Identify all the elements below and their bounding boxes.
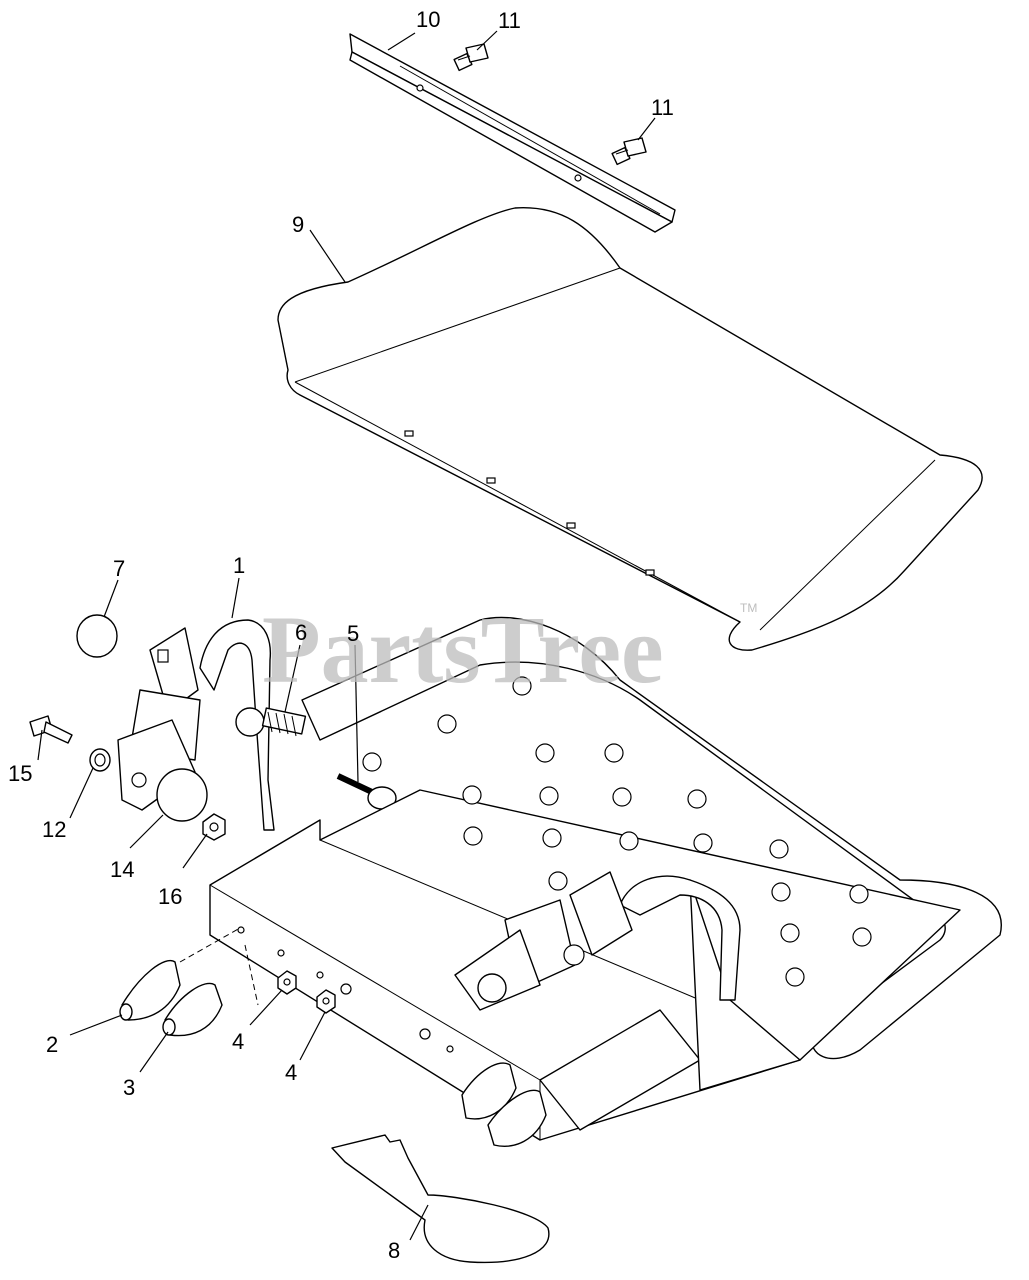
leader-lines [37,30,656,1241]
part-15-bolt[interactable] [29,715,73,744]
part-11-screw-lower[interactable] [611,137,647,166]
callout-10: 10 [416,7,440,32]
callout-9: 9 [292,212,304,237]
callout-6: 6 [295,620,307,645]
part-5-pin[interactable] [336,773,397,810]
callout-1: 1 [233,553,245,578]
callout-5: 5 [347,621,359,646]
watermark-text: PartsTree [262,596,664,703]
part-2-bumper[interactable] [119,959,181,1021]
part-9-floor-pan[interactable] [277,207,983,651]
callout-2: 2 [46,1032,58,1057]
callout-15: 15 [8,761,32,786]
part-10-bracket[interactable] [349,33,676,233]
plate-studs [362,676,872,987]
callout-4: 4 [285,1060,297,1085]
part-3-bumper[interactable] [162,982,223,1037]
callout-8: 8 [388,1238,400,1263]
part-14-washer[interactable] [156,768,208,822]
part-7-knob[interactable] [76,614,118,658]
watermark-trademark: TM [740,601,757,615]
part-8-decal[interactable] [331,1134,550,1264]
callout-7: 7 [113,556,125,581]
callout-11: 11 [651,95,674,120]
callout-12: 12 [42,817,66,842]
part-4-nut-b[interactable] [316,989,336,1014]
callout-3: 3 [123,1075,135,1100]
callout-11: 11 [498,8,521,33]
right-lever-assembly[interactable] [454,871,741,1011]
footrest-frame[interactable] [209,616,1002,1141]
assembly-lines [179,927,259,1006]
callouts: 10 11 11 9 7 1 6 5 15 12 14 16 2 3 4 4 8 [8,7,674,1263]
callout-14: 14 [110,857,134,882]
part-6-spring[interactable] [235,707,307,737]
callout-4: 4 [232,1029,244,1054]
part-4-nut-a[interactable] [277,970,297,995]
frame-bumpers [461,1062,547,1147]
part-11-screw-upper[interactable] [453,43,489,72]
part-12-bushing[interactable] [89,748,111,772]
part-16-nut[interactable] [202,813,226,841]
part-1-lever[interactable] [117,619,275,831]
watermark: PartsTree TM [262,596,757,703]
callout-16: 16 [158,884,182,909]
